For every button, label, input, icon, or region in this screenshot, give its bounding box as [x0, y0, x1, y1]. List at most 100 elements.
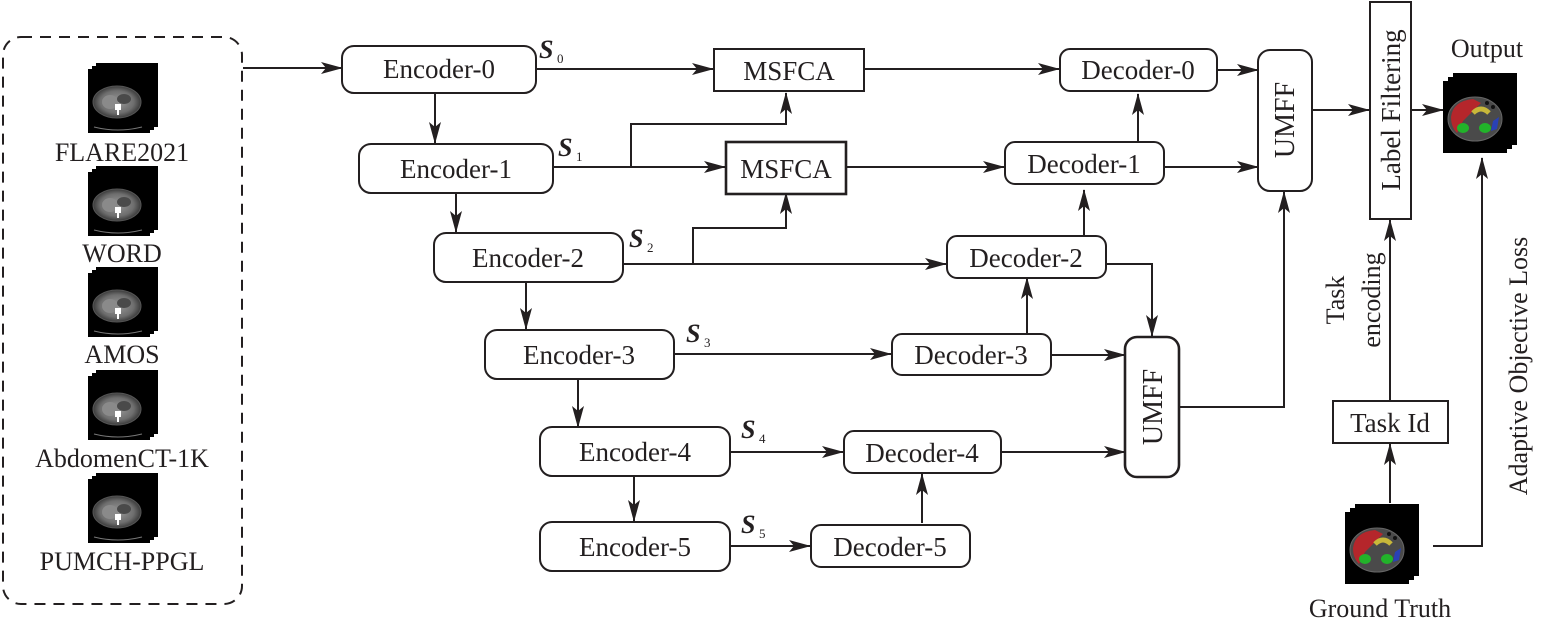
- skip-label: S 4: [741, 415, 766, 446]
- umff1-to-umff0-arrow: [1180, 191, 1290, 408]
- dataset-label: PUMCH-PPGL: [40, 547, 205, 576]
- decoder-block: Decoder-5: [810, 524, 971, 568]
- svg-text:0: 0: [557, 51, 564, 66]
- umff-label: UMFF: [1270, 82, 1301, 158]
- svg-text:S: S: [558, 133, 572, 162]
- output-label: Output: [1451, 34, 1524, 63]
- decoder-box[interactable]: [810, 524, 971, 568]
- decoder-block: Decoder-2: [946, 235, 1107, 279]
- svg-text:S: S: [539, 35, 553, 64]
- decoder-box[interactable]: [946, 235, 1107, 279]
- decoder-box[interactable]: [1059, 48, 1218, 92]
- decoder-box[interactable]: [1004, 141, 1165, 185]
- s2-branch-arrow: [692, 192, 792, 264]
- decoder-box[interactable]: [891, 333, 1052, 376]
- umff-box[interactable]: [1123, 335, 1181, 479]
- ct-scan-stack-icon: [87, 472, 159, 544]
- encoder-label: Encoder-2: [472, 243, 584, 273]
- msfca-label: MSFCA: [743, 56, 835, 86]
- umff-block: UMFF: [1257, 49, 1313, 192]
- encoder-block: Encoder-0: [341, 45, 537, 94]
- encoder-box[interactable]: [341, 45, 537, 94]
- decoder-box[interactable]: [843, 430, 1002, 474]
- s1-branch-arrow: [630, 92, 792, 167]
- decoder-label: Decoder-1: [1027, 149, 1140, 179]
- dataset-item: AbdomenCT-1K: [35, 369, 209, 473]
- task-encoding-label: Task encoding: [1321, 252, 1386, 347]
- svg-text:S: S: [741, 510, 755, 539]
- svg-text:2: 2: [647, 240, 654, 255]
- umff-box[interactable]: [1257, 49, 1313, 192]
- ct-scan-stack-icon: [87, 165, 159, 237]
- skip-label: S 3: [686, 319, 711, 350]
- dataset-label: FLARE2021: [55, 138, 189, 167]
- label-filtering-box[interactable]: [1369, 1, 1412, 220]
- dataset-label: WORD: [82, 239, 161, 268]
- svg-text:3: 3: [704, 335, 711, 350]
- dataset-item: AMOS: [84, 266, 160, 369]
- encoder-label: Encoder-5: [579, 532, 691, 562]
- task-id-label: Task Id: [1350, 408, 1430, 438]
- encoder-box[interactable]: [484, 329, 675, 380]
- label-filtering-label: Label Filtering: [1376, 29, 1406, 190]
- msfca-box[interactable]: [724, 140, 848, 196]
- input-datasets-panel: FLARE2021 WORD AMOS AbdomenCT-1K PUMCH-P…: [2, 36, 243, 605]
- dec2-to-umff1-arrow: [1107, 263, 1158, 337]
- decoder-label: Decoder-2: [969, 243, 1082, 273]
- ct-scan-stack-icon: [87, 369, 159, 441]
- adaptive-loss-label: Adaptive Objective Loss: [1504, 237, 1533, 496]
- svg-text:S: S: [741, 415, 755, 444]
- decoder-label: Decoder-4: [865, 438, 979, 468]
- decoder-block: Decoder-0: [1059, 48, 1218, 92]
- ground-truth-label: Ground Truth: [1309, 594, 1451, 621]
- encoder-box[interactable]: [539, 426, 731, 477]
- svg-text:encoding: encoding: [1357, 252, 1386, 347]
- skip-label: S 1: [558, 133, 583, 164]
- task-id-block: Task Id: [1332, 400, 1449, 444]
- svg-text:4: 4: [759, 431, 766, 446]
- dataset-item: WORD: [82, 165, 162, 268]
- svg-text:S: S: [686, 319, 700, 348]
- skip-label: S 0: [539, 35, 564, 66]
- msfca-label: MSFCA: [740, 154, 832, 184]
- loss-arrow: [1433, 157, 1488, 547]
- decoder-label: Decoder-3: [914, 340, 1027, 370]
- ground-truth-mask-icon: [1345, 504, 1419, 584]
- encoder-box[interactable]: [358, 143, 554, 194]
- task-id-box[interactable]: [1332, 400, 1449, 444]
- encoder-block: Encoder-4: [539, 426, 731, 477]
- dataset-item: FLARE2021: [55, 62, 189, 167]
- ground-truth-block: Ground Truth: [1309, 504, 1451, 621]
- decoder-label: Decoder-5: [833, 532, 946, 562]
- encoder-label: Encoder-1: [400, 154, 512, 184]
- svg-text:5: 5: [759, 526, 766, 541]
- msfca-block: MSFCA: [724, 140, 848, 196]
- output-block: Output: [1443, 34, 1524, 153]
- connectors: [243, 62, 1488, 552]
- encoder-box[interactable]: [433, 232, 624, 283]
- decoder-block: Decoder-4: [843, 430, 1002, 474]
- encoder-label: Encoder-4: [579, 437, 691, 467]
- msfca-block: MSFCA: [713, 48, 865, 92]
- skip-label: S 5: [741, 510, 766, 541]
- encoder-block: Encoder-1: [358, 143, 554, 194]
- svg-text:1: 1: [576, 149, 583, 164]
- encoder-block: Encoder-2: [433, 232, 624, 283]
- ct-scan-stack-icon: [87, 266, 159, 338]
- svg-text:S: S: [629, 224, 643, 253]
- label-filtering-block: Label Filtering: [1369, 1, 1412, 220]
- encoder-box[interactable]: [539, 521, 731, 572]
- encoder-block: Encoder-5: [539, 521, 731, 572]
- decoder-label: Decoder-0: [1081, 55, 1194, 85]
- umff-label: UMFF: [1138, 369, 1169, 445]
- msfca-box[interactable]: [713, 48, 865, 92]
- decoder-block: Decoder-3: [891, 333, 1052, 376]
- encoder-label: Encoder-0: [383, 54, 495, 84]
- skip-label: S 2: [629, 224, 654, 255]
- svg-text:Task: Task: [1321, 276, 1350, 325]
- dataset-label: AMOS: [84, 340, 159, 369]
- segmentation-output-icon: [1443, 73, 1517, 153]
- dataset-label: AbdomenCT-1K: [35, 444, 209, 473]
- ct-scan-stack-icon: [87, 62, 159, 134]
